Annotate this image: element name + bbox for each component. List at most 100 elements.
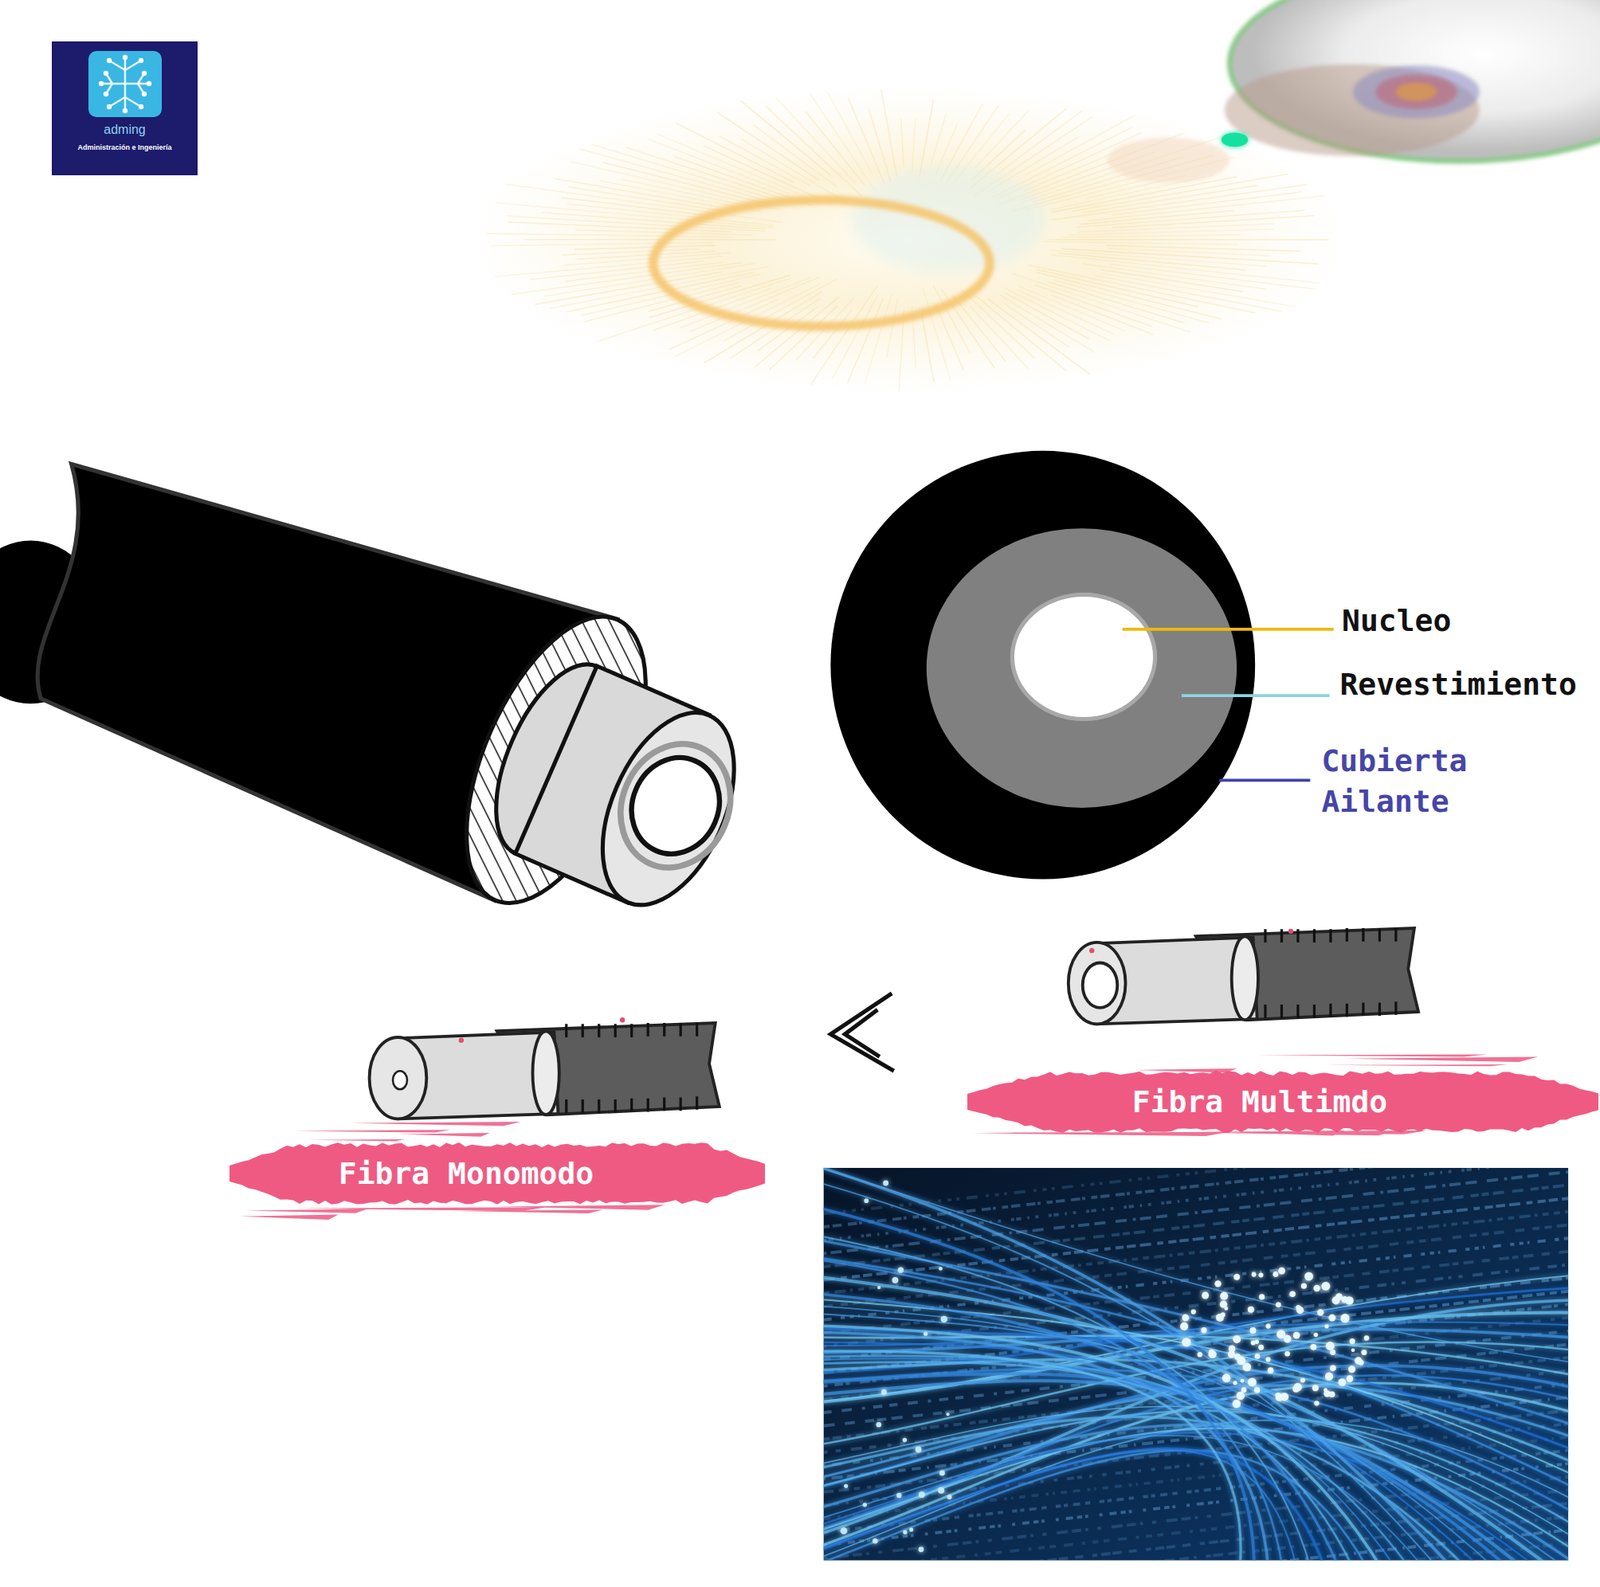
glow-ray: [1048, 239, 1330, 241]
wide-core: [1082, 963, 1118, 1008]
glow-ray: [703, 145, 819, 199]
logo-node-dot: [122, 54, 128, 60]
logo-node-dot: [138, 58, 144, 63]
fiber-tip: [1197, 1352, 1203, 1357]
fiber-tip: [1340, 1313, 1350, 1323]
glow-halo: [469, 86, 1347, 393]
data-stream: [823, 1185, 1569, 1267]
fiber-tip: [1200, 1327, 1207, 1334]
glow-ray: [935, 304, 964, 371]
fiber-tip: [863, 1198, 869, 1204]
fiber-tip: [1348, 1365, 1356, 1373]
glow-ray: [1068, 228, 1275, 236]
fiber-tip: [902, 1438, 907, 1443]
marker-dot: [458, 1038, 464, 1044]
brush-streaks: [972, 1054, 1539, 1137]
photo-fibers: [823, 1168, 1569, 1561]
glow-ray: [648, 139, 790, 195]
fiber-strand: [823, 1358, 1397, 1561]
logo-circuit: [101, 57, 150, 111]
fiber-type-label: Fibra Multimdo: [1132, 1083, 1388, 1121]
fiber-tip: [1325, 1341, 1335, 1351]
part-label: Cubierta Ailante: [1321, 741, 1475, 823]
cladding-step: [532, 1031, 559, 1115]
glow-ray: [919, 99, 934, 177]
fiber-strand: [823, 1259, 1283, 1561]
fiber-tip: [881, 1389, 887, 1396]
fiber-tip: [1310, 1344, 1318, 1351]
brand-name: adming: [103, 122, 146, 138]
fiber-tip: [1300, 1377, 1306, 1383]
fiber-tip: [1351, 1348, 1356, 1353]
fiber-tip: [1325, 1372, 1334, 1381]
glow-ray: [813, 309, 852, 359]
glow-ray: [626, 147, 799, 204]
logo-node-dot: [106, 104, 112, 110]
core-circle: [1011, 594, 1155, 719]
fiber-tip: [1354, 1356, 1362, 1365]
fiber-tip: [1250, 1327, 1257, 1334]
fiber-tip: [892, 1277, 899, 1284]
glow-rays: [486, 89, 1330, 393]
fiber-tip: [1301, 1283, 1307, 1290]
fiber-tip: [1284, 1351, 1291, 1357]
leader-lines: [1122, 629, 1334, 781]
jacket-texture: [1265, 928, 1397, 1019]
glow-ray: [1035, 269, 1200, 307]
glow-ray: [952, 294, 1006, 362]
core-ring: [601, 726, 750, 886]
data-stream: [823, 1517, 1569, 1561]
glow-ray: [988, 298, 1091, 375]
fiber-tip: [1254, 1340, 1259, 1346]
glow-ray: [529, 261, 705, 280]
chevron-outer: [830, 993, 894, 1071]
glow-ray: [675, 122, 794, 182]
glow-ray: [974, 109, 1029, 169]
glow-ray: [881, 89, 898, 177]
fiber-tip: [915, 1446, 922, 1453]
logo-node-dot: [103, 91, 109, 97]
fiber-tip: [1201, 1292, 1209, 1300]
fiber-tip: [918, 1491, 926, 1499]
marker-dot: [619, 1017, 625, 1023]
fiber-tip: [1313, 1400, 1319, 1406]
fiber-tip: [939, 1470, 946, 1477]
fiber-tip: [1345, 1296, 1354, 1306]
logo-node-dot: [141, 91, 147, 97]
glow-ray: [576, 250, 715, 259]
fiber-tip: [902, 1530, 907, 1535]
fiber-tip: [1233, 1274, 1240, 1281]
fiber-strand: [823, 1435, 1426, 1561]
data-stream: [823, 1463, 1569, 1546]
fiber-tip: [1278, 1267, 1286, 1275]
light-glow: [469, 86, 1347, 393]
glow-ray: [1017, 290, 1114, 335]
flare-disc: [1224, 64, 1480, 157]
fiber-tip: [1223, 1306, 1228, 1311]
glow-ray: [717, 112, 820, 181]
fiber-tip: [946, 1412, 950, 1416]
flare-disc: [1106, 137, 1230, 183]
fiber-strands: [823, 1168, 1569, 1561]
logo-icon-ground: [88, 50, 162, 118]
fiber-strand: [823, 1373, 1512, 1561]
fiber-tip: [1324, 1324, 1329, 1329]
glow-ray: [827, 92, 872, 175]
fiber-tip: [1207, 1350, 1216, 1359]
fiber-tip: [1236, 1392, 1245, 1400]
fiber-tip: [1222, 1373, 1232, 1383]
glow-ring: [653, 200, 991, 327]
logo-node-dot: [146, 81, 152, 87]
fiber-strand: [823, 1294, 1340, 1561]
fiber-strand: [823, 1351, 1241, 1561]
glow-ray: [831, 294, 878, 379]
fiber-tip: [1289, 1291, 1296, 1299]
fiber-tip: [1323, 1388, 1328, 1393]
glow-ray: [1043, 241, 1239, 245]
fiber-tip: [1254, 1353, 1261, 1360]
fiber-tip: [898, 1267, 904, 1274]
fiber-strand: [823, 1450, 1297, 1561]
fiber-tip: [876, 1422, 883, 1428]
fiber-strand: [823, 1428, 1569, 1553]
fiber-tip: [1234, 1353, 1241, 1361]
